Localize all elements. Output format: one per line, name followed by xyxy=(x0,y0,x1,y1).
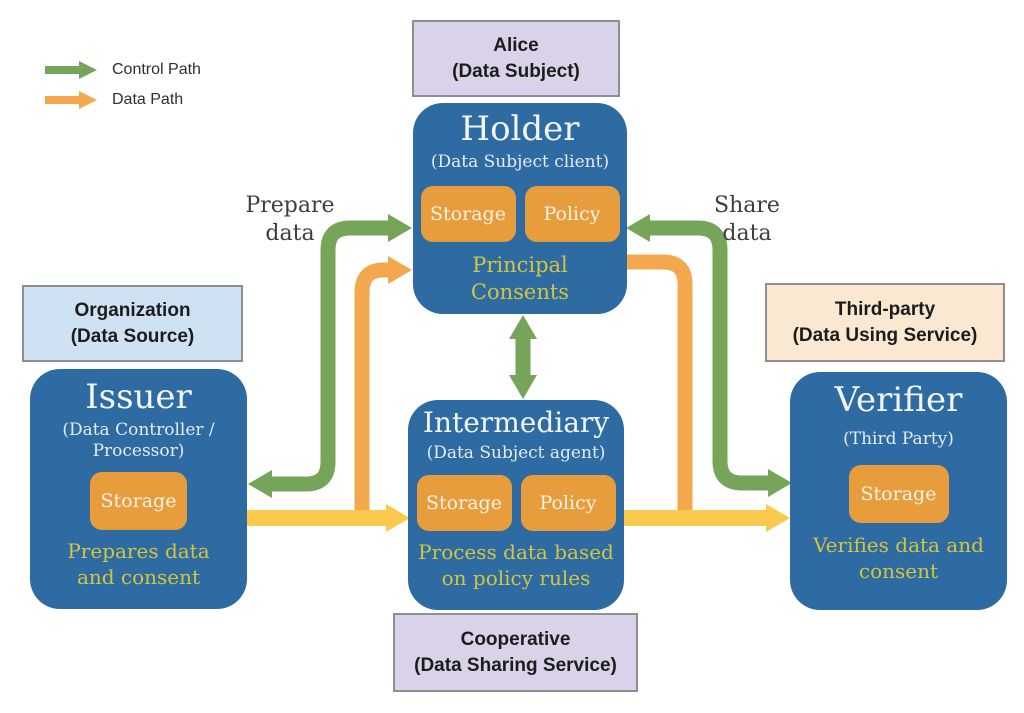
intermediary-policy-component: Policy xyxy=(520,475,616,532)
tag-organization: Organization (Data Source) xyxy=(22,285,243,362)
verifier-title: Verifier xyxy=(834,380,963,420)
node-issuer: Issuer (Data Controller / Processor) Sto… xyxy=(30,369,247,609)
data-path-holder-join xyxy=(626,254,693,516)
holder-title: Holder xyxy=(460,109,580,149)
control-path-holder-verifier xyxy=(626,214,792,497)
tag-alice: Alice (Data Subject) xyxy=(412,20,620,97)
control-path-issuer-holder xyxy=(248,214,412,498)
control-path-arrow-icon xyxy=(45,61,97,79)
tag-third-party-role: (Data Using Service) xyxy=(792,324,978,346)
holder-caption: Principal Consents xyxy=(470,252,570,305)
data-path-to-holder xyxy=(354,256,412,516)
data-path-intermediary-verifier xyxy=(624,504,790,532)
node-holder: Holder (Data Subject client) Storage Pol… xyxy=(413,103,627,314)
verifier-subtitle: (Third Party) xyxy=(843,429,954,450)
data-path-arrow-icon xyxy=(45,91,97,109)
tag-cooperative-role: (Data Sharing Service) xyxy=(414,654,617,676)
intermediary-subtitle: (Data Subject agent) xyxy=(426,442,606,463)
holder-storage-component: Storage xyxy=(420,185,516,242)
holder-subtitle: (Data Subject client) xyxy=(430,152,610,173)
intermediary-title: Intermediary xyxy=(422,406,610,439)
tag-organization-role: (Data Source) xyxy=(70,325,195,347)
legend-label-control-path: Control Path xyxy=(112,61,201,78)
legend-label-data-path: Data Path xyxy=(112,91,184,108)
tag-cooperative-name: Cooperative xyxy=(460,629,571,651)
legend-item-data-path: Data Path xyxy=(45,90,201,110)
issuer-caption: Prepares data and consent xyxy=(67,539,210,590)
data-path-issuer-intermediary xyxy=(247,504,410,532)
legend-item-control-path: Control Path xyxy=(45,60,201,80)
flow-label-share-data: Share data xyxy=(714,193,780,247)
legend: Control Path Data Path xyxy=(45,60,201,110)
node-intermediary: Intermediary (Data Subject agent) Storag… xyxy=(408,400,624,610)
issuer-subtitle: (Data Controller / Processor) xyxy=(62,420,215,461)
verifier-caption: Verifies data and consent xyxy=(813,532,984,583)
tag-third-party-name: Third-party xyxy=(834,299,936,321)
tag-alice-name: Alice xyxy=(493,35,539,57)
issuer-storage-component: Storage xyxy=(90,472,187,531)
intermediary-storage-component: Storage xyxy=(416,475,512,532)
tag-organization-name: Organization xyxy=(74,300,191,322)
tag-third-party: Third-party (Data Using Service) xyxy=(765,283,1005,362)
node-verifier: Verifier (Third Party) Storage Verifies … xyxy=(790,372,1007,610)
flow-label-prepare-data: Prepare data xyxy=(245,193,335,247)
control-path-holder-intermediary xyxy=(509,315,537,399)
issuer-title: Issuer xyxy=(85,377,192,417)
holder-policy-component: Policy xyxy=(524,185,620,242)
verifier-storage-component: Storage xyxy=(848,464,949,523)
intermediary-caption: Process data based on policy rules xyxy=(418,540,614,591)
tag-cooperative: Cooperative (Data Sharing Service) xyxy=(393,613,638,692)
tag-alice-role: (Data Subject) xyxy=(452,60,580,82)
